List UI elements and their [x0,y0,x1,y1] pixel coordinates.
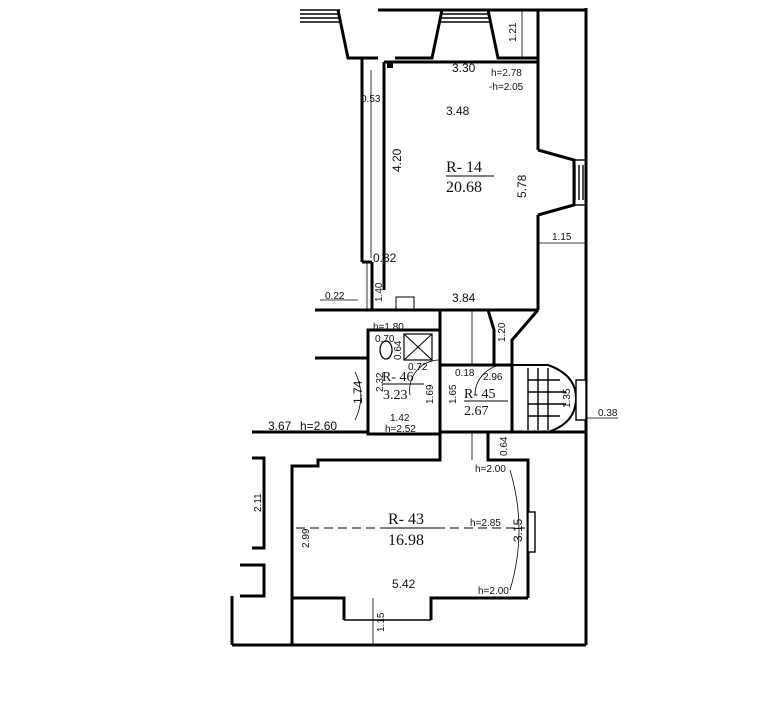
room-r45-area: 2.67 [464,404,489,419]
h-2-85: h=2.85 [470,518,501,529]
h-2-00-a: h=2.00 [475,464,506,475]
dim-1-42: 1.42 [390,413,410,424]
dim-1-21: 1.21 [508,22,519,42]
room-r46-walls [366,328,442,436]
dim-1-20: 1.20 [497,322,508,342]
dim-0-64-b: 0.64 [499,436,510,456]
h-2-78: h=2.78 [491,68,522,79]
dim-1-15-a: 1.15 [552,232,572,243]
dimension-lines [320,10,618,645]
dim-0-18: 0.18 [455,368,475,379]
dim-3-67: 3.67 [268,419,292,433]
dim-1-40: 1.40 [374,282,385,302]
left-walls-upper [252,356,368,434]
dim-1-15-b: 1.15 [376,612,387,632]
dim-0-38: 0.38 [598,408,618,419]
dimension-labels: 1.21 3.30 h=2.78 -h=2.05 0.53 3.48 4.20 … [253,22,618,632]
room-r14-label: R- 14 [446,159,482,176]
top-window-well [300,9,540,150]
room-r45-walls [440,363,587,434]
dim-2-32: 2.32 [375,372,386,392]
room-r43-label: R- 43 [388,511,424,528]
h-2-00-b: h=2.00 [478,586,509,597]
room-r46-area: 3.23 [383,388,408,403]
room-r43-area: 16.98 [388,532,424,549]
h-2-60: h=2.60 [300,419,337,433]
dim-4-20: 4.20 [390,148,404,172]
h-2-05: -h=2.05 [489,82,524,93]
dim-3-84: 3.84 [452,291,476,305]
dim-1-65: 1.65 [448,384,459,404]
room-r45-label: R- 45 [464,387,496,402]
r14-window-bay [537,148,586,217]
dim-3-15: 3.15 [511,518,525,542]
room-r14-walls [315,58,540,312]
dim-5-78: 5.78 [515,174,529,198]
dim-0-32: 0.32 [373,251,397,265]
dim-2-99: 2.99 [301,528,312,548]
room-r14-area: 20.68 [446,179,482,196]
dim-0-53: 0.53 [361,94,381,105]
dim-0-72: 0.72 [408,362,428,373]
h-1-80: h=1.80 [373,322,404,333]
dim-3-30: 3.30 [452,61,476,75]
dim-3-48: 3.48 [446,104,470,118]
dim-1-74: 1.74 [351,380,365,404]
left-fragments [230,456,266,645]
dim-2-11: 2.11 [253,493,264,512]
dim-0-22: 0.22 [325,291,345,302]
dim-0-64-a: 0.64 [393,340,404,360]
dim-0-70: 0.70 [375,334,395,345]
dim-5-42: 5.42 [392,577,416,591]
room-r46-label: R- 46 [382,370,414,385]
dim-1-69: 1.69 [425,384,436,404]
room-labels: R- 14 20.68 R- 46 3.23 R- 45 2.67 R- 43 … [382,159,508,549]
dim-2-96: 2.96 [483,372,503,383]
dim-1-35: 1.35 [562,388,573,408]
h-2-52: h=2.52 [385,424,416,435]
